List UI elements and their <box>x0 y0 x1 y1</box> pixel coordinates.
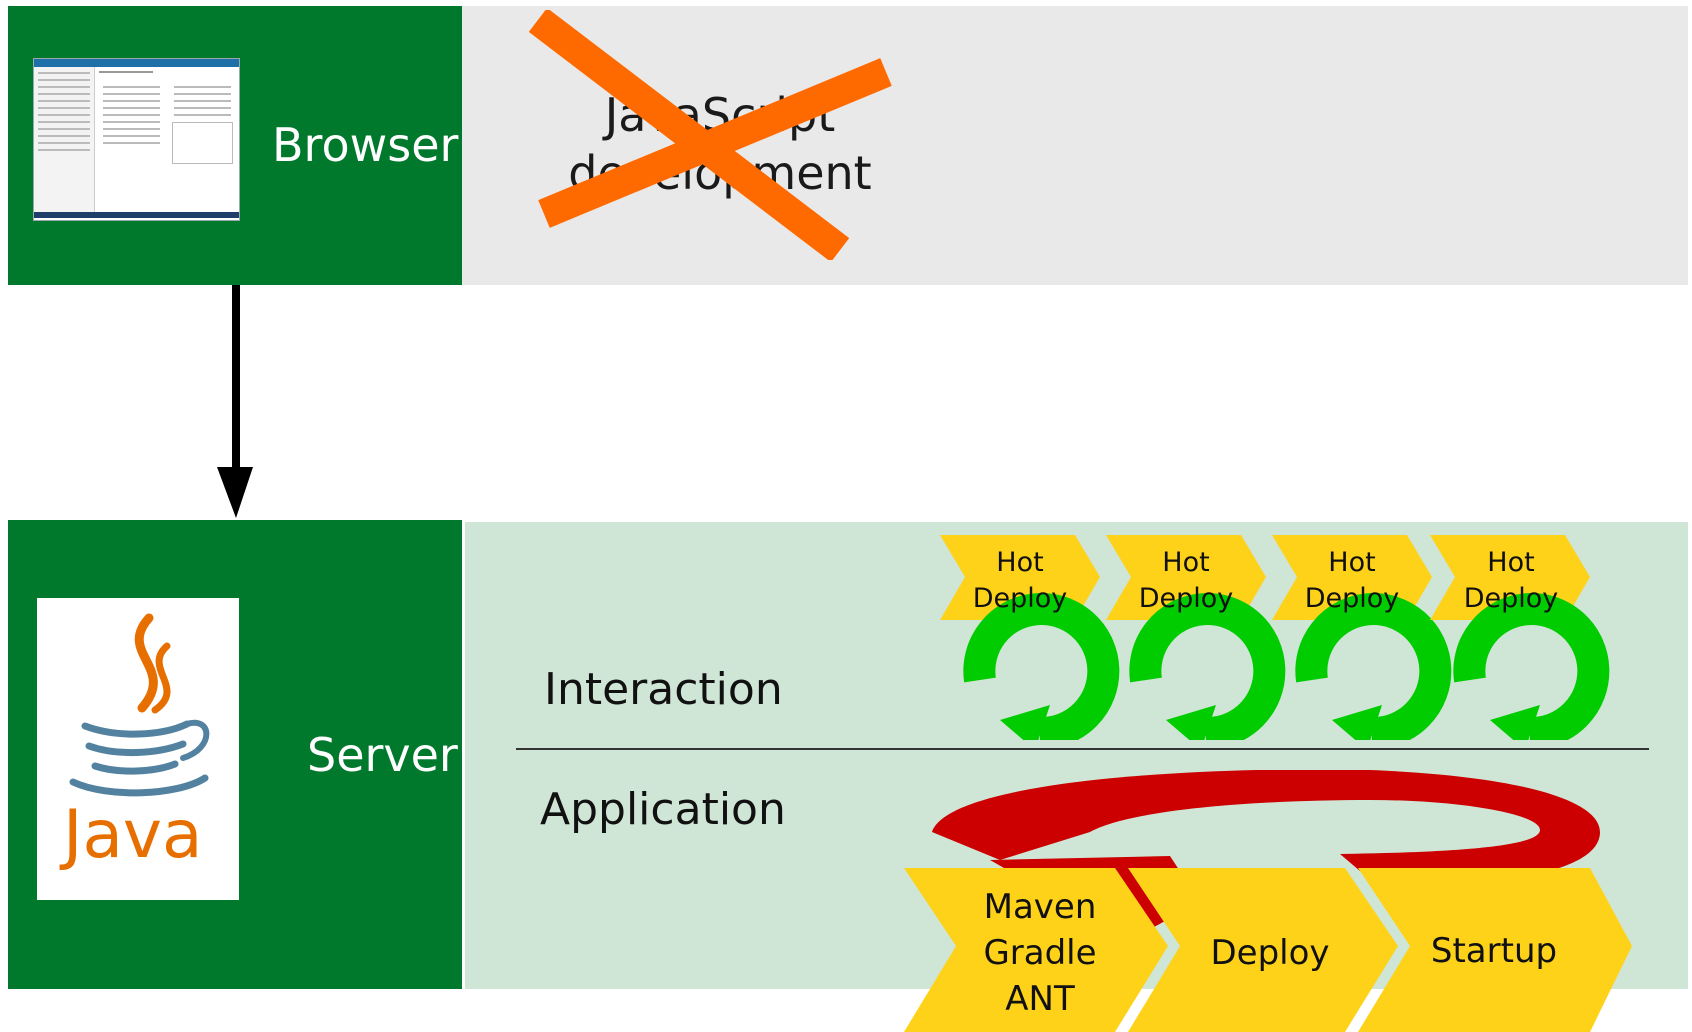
hot-deploy-cycle-4 <box>1430 535 1610 740</box>
pipeline-startup-label: Startup <box>1430 931 1558 971</box>
full-redeploy-cycle <box>904 770 1632 1032</box>
hot-deploy-cycles <box>940 535 1610 740</box>
hot-deploy-cycle-1 <box>940 535 1120 740</box>
arrow-down-icon <box>217 285 253 518</box>
java-cup-icon <box>69 613 210 797</box>
hot-deploy-cycle-2 <box>1106 535 1286 740</box>
pipeline-deploy-label: Deploy <box>1210 933 1330 973</box>
application-layer-label: Application <box>540 784 786 835</box>
hot-deploy-cycle-3 <box>1272 535 1452 740</box>
cross-out-icon <box>528 10 892 260</box>
javascript-panel <box>462 6 1688 285</box>
java-logo-text: Java <box>63 796 203 873</box>
browser-label: Browser <box>272 118 459 172</box>
interaction-layer-label: Interaction <box>544 664 783 715</box>
browser-screenshot-thumbnail <box>33 58 240 221</box>
java-logo: Java <box>37 598 239 900</box>
layer-divider <box>516 748 1649 750</box>
pipeline-build-tools-label: Maven Gradle ANT <box>983 887 1097 1019</box>
server-label: Server <box>307 728 458 782</box>
